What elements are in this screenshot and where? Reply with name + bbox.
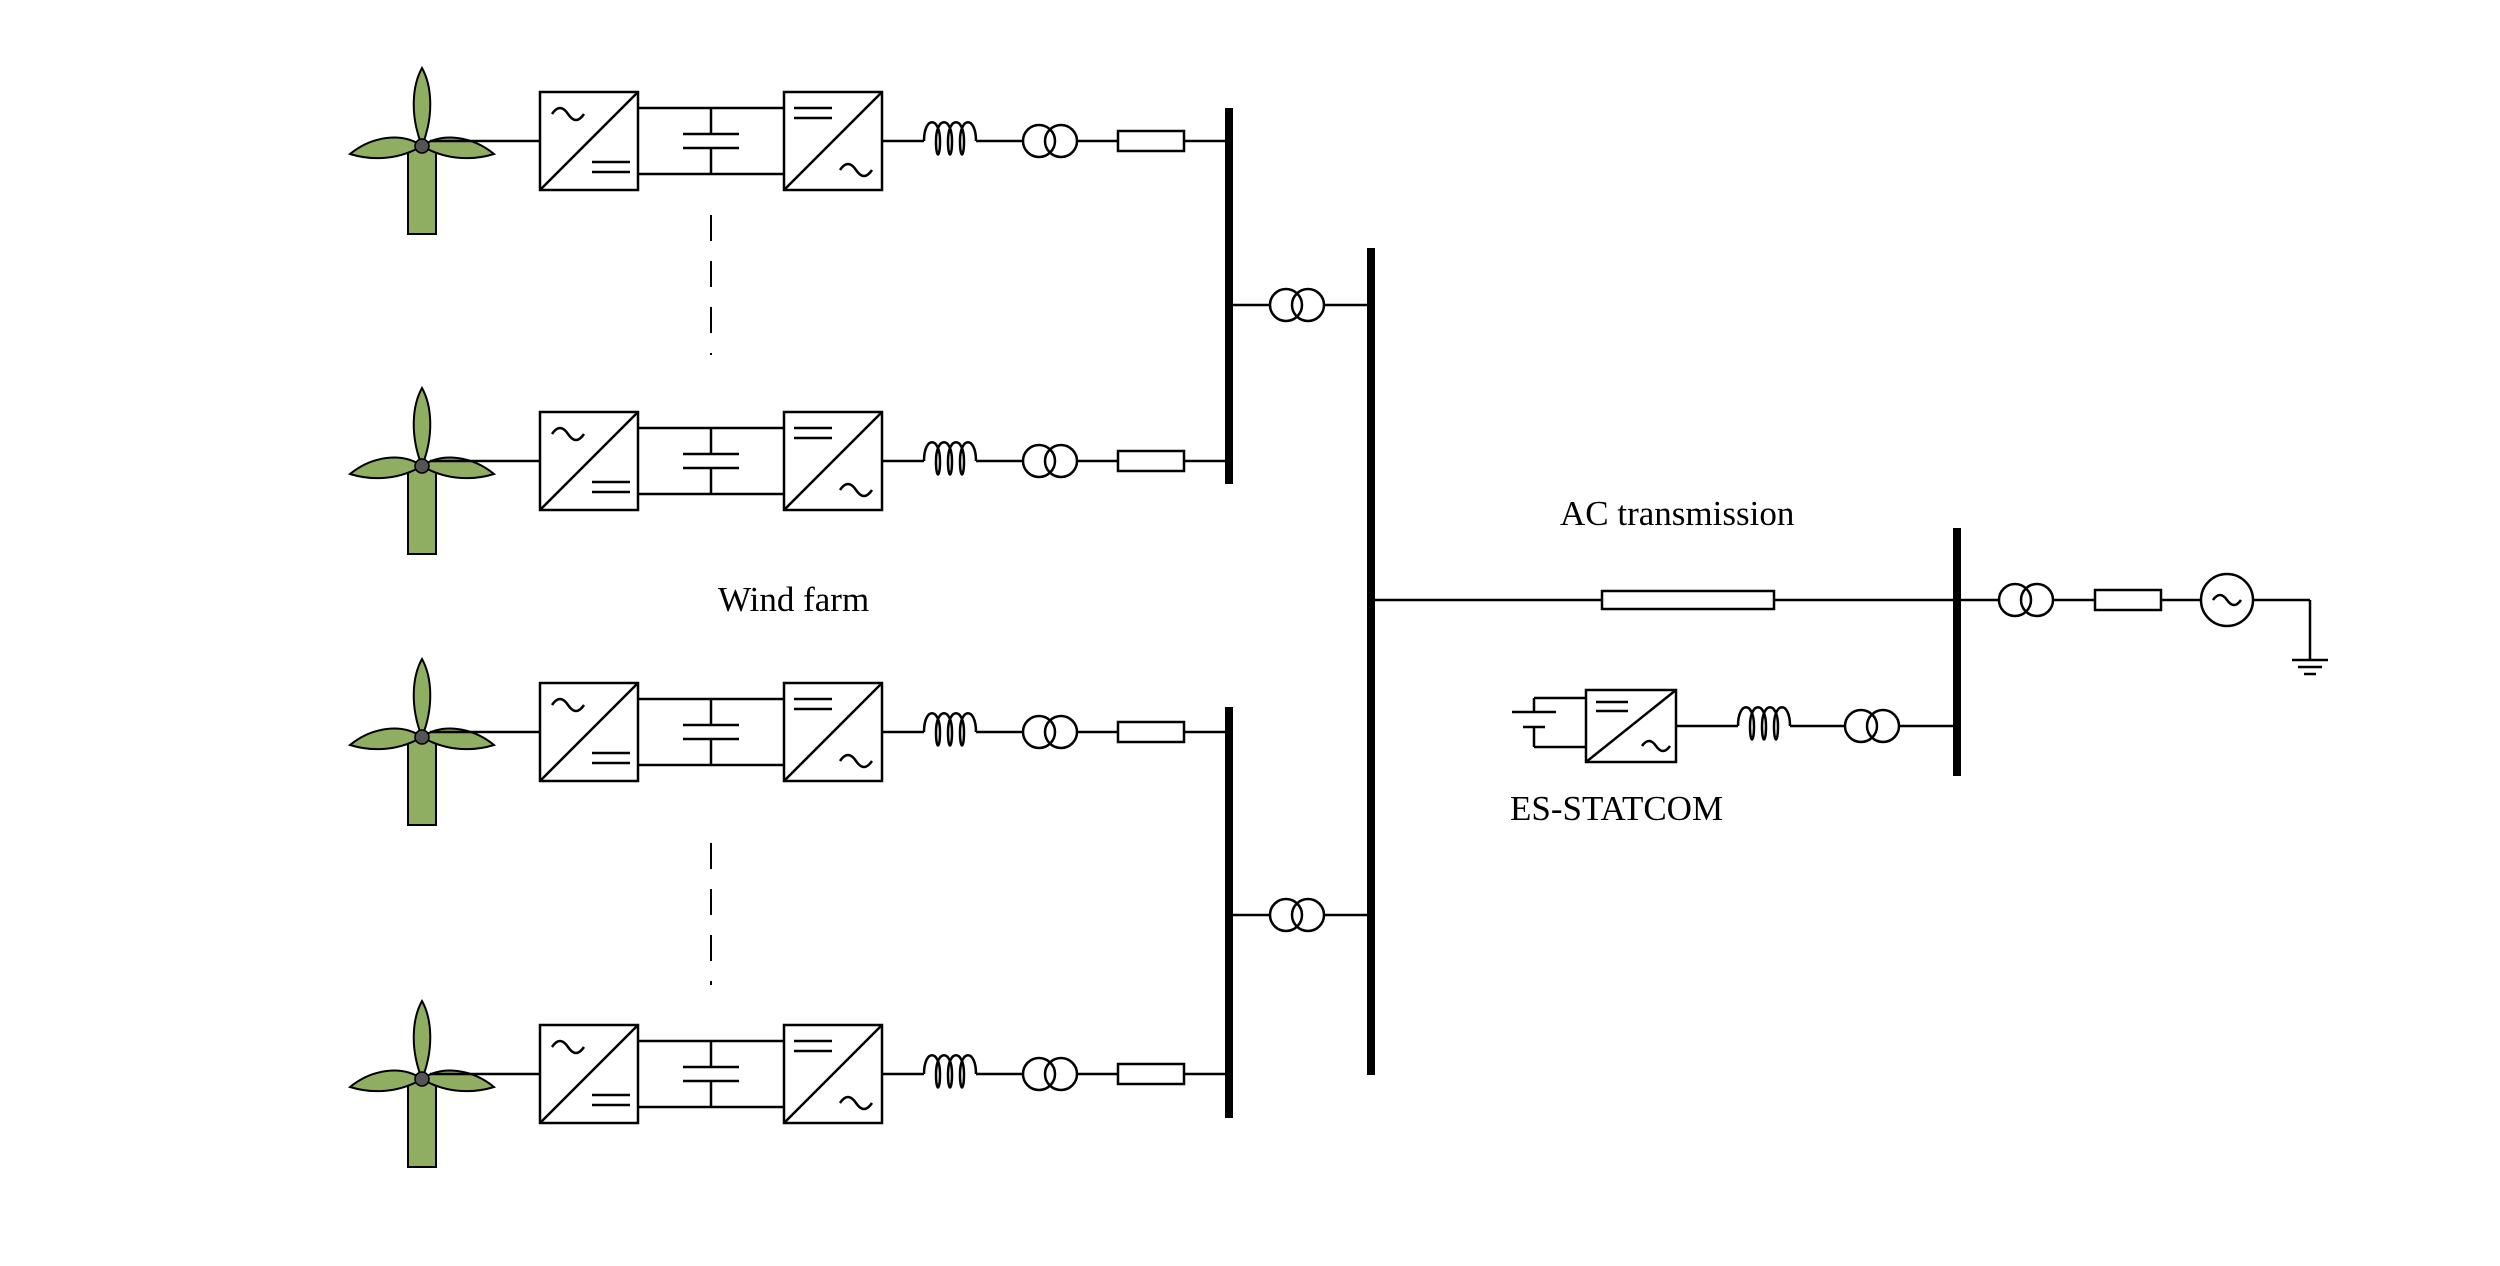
es-statcom (1512, 688, 1957, 764)
wind-branch-3 (350, 659, 1229, 825)
wind-branch-2 (350, 388, 1229, 554)
statcom-converter (1584, 688, 1678, 764)
step-up-transformer-upper (1229, 287, 1371, 323)
grid-connection (1957, 572, 2328, 676)
battery-icon (1512, 696, 1586, 749)
ac-transmission-line (1371, 589, 1957, 611)
ac-transmission-label: AC transmission (1560, 494, 1794, 533)
wind-branch-1 (350, 68, 1229, 234)
wind-farm-label: Wind farm (718, 580, 869, 619)
step-up-transformer-lower (1229, 897, 1371, 933)
es-statcom-label: ES-STATCOM (1510, 789, 1723, 828)
wind-branch-4 (350, 1001, 1229, 1167)
ground-icon (2292, 658, 2328, 676)
